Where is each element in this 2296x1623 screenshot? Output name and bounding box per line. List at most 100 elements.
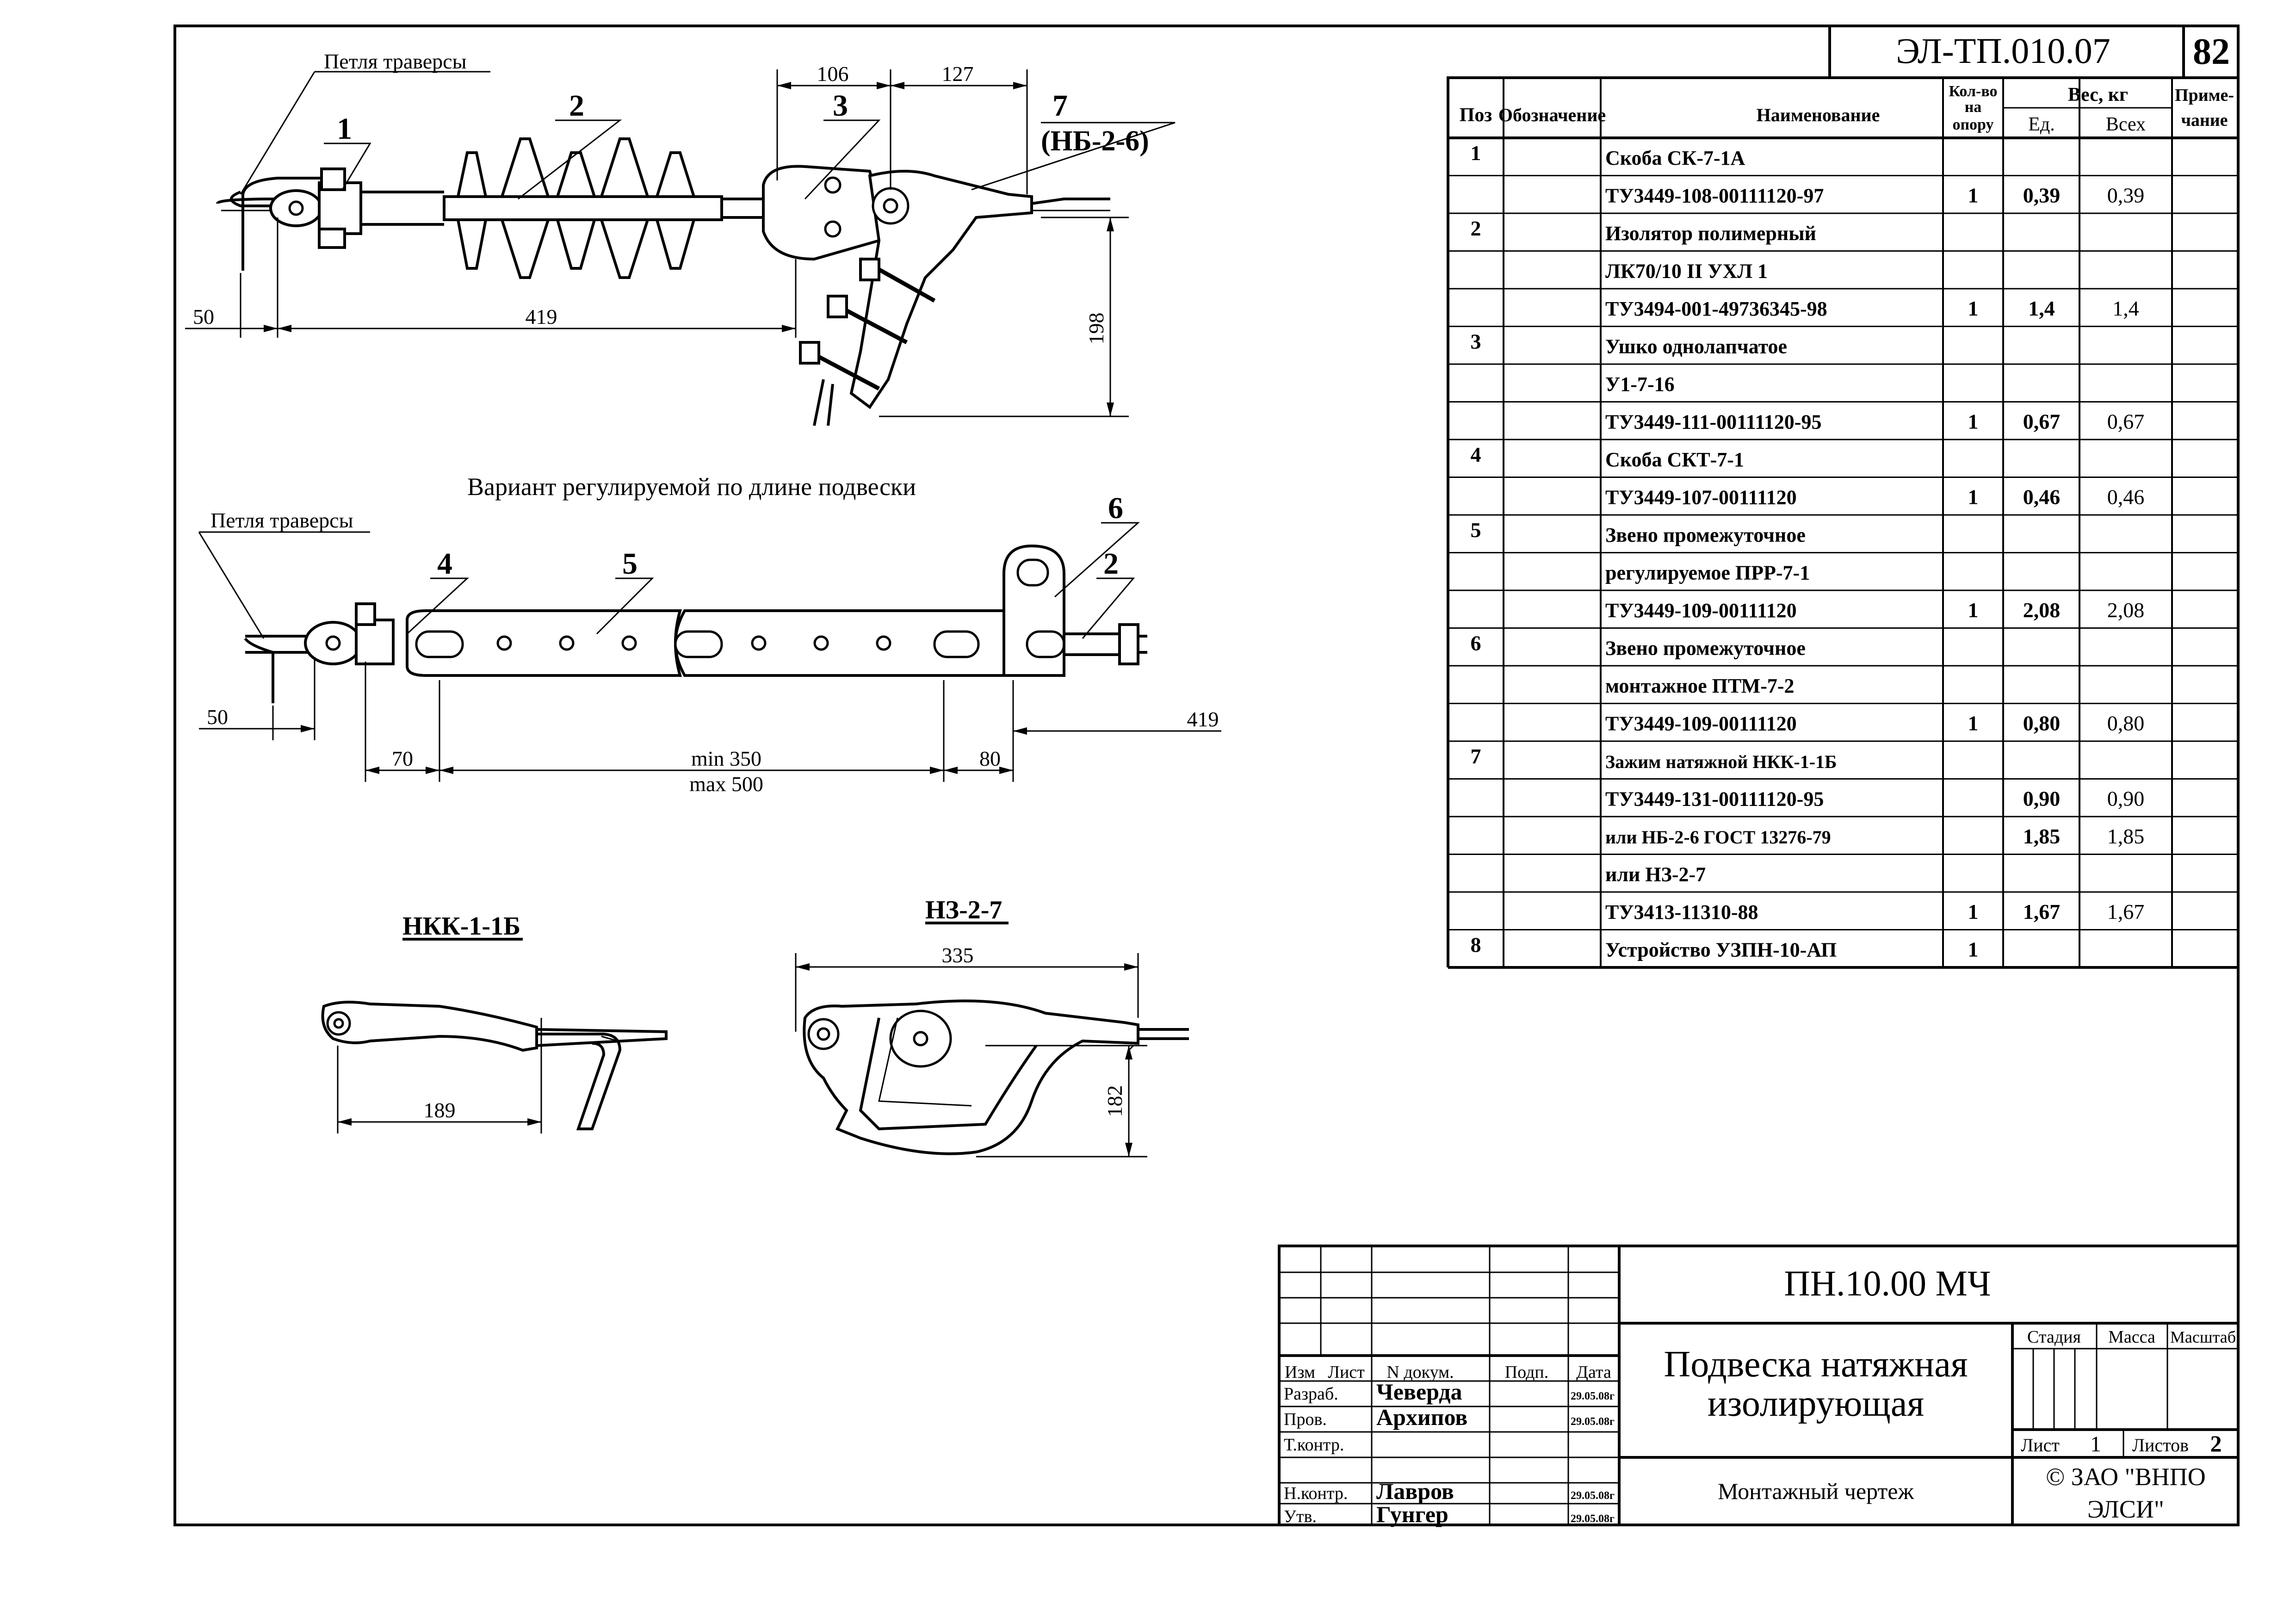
spec-row-total: 0,67	[2107, 410, 2145, 434]
spec-row-unit: 0,67	[2023, 410, 2061, 434]
tb-sheets-label: Листов	[2132, 1435, 2189, 1456]
main-clamp-label: (НБ-2-6)	[1041, 125, 1149, 157]
tb-company-line1: © ЗАО "ВНПО	[2046, 1463, 2205, 1491]
tb-sheets-value: 2	[2210, 1431, 2222, 1456]
tb-sig-role: Н.контр.	[1284, 1484, 1348, 1503]
clamp-part-7	[849, 170, 1033, 409]
spec-row-name: ТУ3449-109-00111120	[1605, 599, 1797, 622]
main-loop-label: Петля траверсы	[324, 50, 466, 73]
nz-title: НЗ-2-7	[925, 896, 1002, 924]
tb-subtitle: Монтажный чертеж	[1718, 1478, 1914, 1504]
spec-header-note-1: Приме-	[2175, 86, 2234, 105]
variant-pos-6: 6	[1108, 491, 1123, 525]
spec-row-pos: 1	[1471, 141, 1481, 165]
dim-70: 70	[392, 747, 413, 770]
tb-sig-name: Гунгер	[1376, 1501, 1448, 1527]
spec-header-pos: Поз	[1460, 105, 1492, 126]
spec-row-name: Скоба СКТ-7-1	[1605, 448, 1744, 471]
spec-row-name: монтажное ПТМ-7-2	[1605, 675, 1795, 697]
nkk-title: НКК-1-1Б	[402, 912, 520, 941]
spec-table: Поз Обозначение Наименование Кол-во на о…	[1447, 76, 2240, 969]
tb-sig-name: Чеверда	[1376, 1379, 1462, 1405]
spec-row-total: 0,80	[2107, 712, 2145, 735]
variant-assembly: Вариант регулируемой по длине подвески П…	[198, 473, 1221, 796]
spec-header-qty-2: на	[1965, 99, 1982, 116]
spec-row-total: 0,46	[2107, 485, 2145, 509]
tb-sig-role: Утв.	[1284, 1507, 1317, 1526]
tb-stage-label: Стадия	[2027, 1327, 2081, 1347]
spec-row-total: 2,08	[2107, 598, 2145, 622]
spec-header-total: Всех	[2106, 114, 2146, 135]
variant-dimensions: 50 70 min 350 max 500 80 419	[199, 657, 1221, 796]
tb-company-line2: ЭЛСИ"	[2087, 1495, 2164, 1523]
eye-part-3	[762, 165, 880, 261]
dim-198: 198	[1084, 313, 1108, 345]
insulator-sheds	[456, 137, 696, 279]
dim-50-variant: 50	[207, 705, 228, 729]
spec-row-pos: 2	[1471, 217, 1481, 240]
tb-col-izm: Изм	[1285, 1363, 1315, 1382]
spec-row-name: ТУ3449-131-00111120-95	[1605, 788, 1824, 811]
dim-min-350: min 350	[691, 747, 761, 770]
spec-row-total: 1,85	[2107, 824, 2145, 848]
spec-row-name: Скоба СК-7-1А	[1605, 147, 1745, 169]
spec-row-name: Изолятор полимерный	[1605, 222, 1816, 245]
spec-row-unit: 0,39	[2023, 184, 2061, 207]
spec-header-name: Наименование	[1757, 105, 1880, 125]
nz-clamp-body	[803, 999, 1139, 1155]
spec-row-name: Устройство УЗПН-10-АП	[1605, 939, 1837, 961]
spec-row-qty: 1	[1968, 297, 1979, 320]
spec-row-name: Звено промежуточное	[1605, 637, 1806, 660]
spec-row-unit: 2,08	[2023, 598, 2061, 622]
tb-sig-date: 29.05.08г	[1571, 1390, 1615, 1402]
spec-row-name: ТУ3494-001-49736345-98	[1605, 297, 1827, 320]
tb-sig-role: Пров.	[1284, 1410, 1327, 1429]
dim-182: 182	[1103, 1085, 1126, 1117]
spec-row-name: ТУ3449-109-00111120	[1605, 712, 1797, 735]
spec-row-qty: 1	[1968, 410, 1979, 434]
spec-row-total: 0,90	[2107, 787, 2145, 811]
spec-table-grid	[1447, 78, 2240, 969]
spec-row-total: 1,67	[2107, 900, 2145, 923]
main-pos-2: 2	[569, 89, 584, 123]
spec-row-name: Ушко однолапчатое	[1605, 335, 1787, 358]
tb-col-list: Лист	[1328, 1363, 1365, 1382]
tb-sheet-value: 1	[2090, 1432, 2101, 1456]
spec-row-pos: 5	[1471, 518, 1481, 542]
spec-row-name: ЛК70/10 II УХЛ 1	[1605, 260, 1768, 283]
tb-sig-date: 29.05.08г	[1571, 1416, 1615, 1428]
spec-row-name: У1-7-16	[1605, 373, 1675, 396]
page-number: 82	[2193, 31, 2230, 72]
spec-row-unit: 1,67	[2023, 900, 2061, 923]
tb-title-line1: Подвеска натяжная	[1664, 1344, 1968, 1385]
spec-row-unit: 1,4	[2028, 297, 2055, 320]
dim-419-variant: 419	[1187, 707, 1219, 731]
tb-sig-date: 29.05.08г	[1571, 1513, 1615, 1525]
dim-419-main: 419	[526, 305, 557, 328]
spec-row-unit: 0,90	[2023, 787, 2061, 811]
variant-pos-2: 2	[1103, 547, 1119, 581]
main-pos-1: 1	[337, 112, 352, 146]
spec-row-pos: 6	[1471, 632, 1481, 655]
spec-row-name: Звено промежуточное	[1605, 524, 1806, 546]
spec-header-qty-1: Кол-во	[1949, 83, 1997, 100]
insulator-rod	[443, 195, 723, 221]
top-code-box: ЭЛ-ТП.010.07 82	[1828, 26, 2238, 79]
tb-sig-role: Т.контр.	[1284, 1435, 1344, 1455]
dim-max-500: max 500	[689, 772, 763, 796]
spec-row-pos: 4	[1471, 443, 1481, 466]
spec-header-unit: Ед.	[2028, 114, 2055, 135]
spec-row-name: или НЗ-2-7	[1605, 863, 1706, 886]
main-pos-7: 7	[1052, 89, 1068, 123]
tb-title-line2: изолирующая	[1708, 1383, 1924, 1424]
dim-127: 127	[942, 62, 974, 86]
spec-row-name: ТУ3449-107-00111120	[1605, 486, 1797, 509]
spec-row-total: 0,39	[2107, 184, 2145, 207]
title-block-grid	[1278, 1245, 2240, 1526]
main-bottom-dimensions: 50 419 198	[185, 217, 1129, 417]
spec-row-total: 1,4	[2112, 297, 2139, 320]
spec-header-qty-3: опору	[1952, 116, 1993, 133]
tb-col-podp: Подп.	[1505, 1363, 1549, 1382]
tb-sheet-label: Лист	[2021, 1435, 2060, 1456]
